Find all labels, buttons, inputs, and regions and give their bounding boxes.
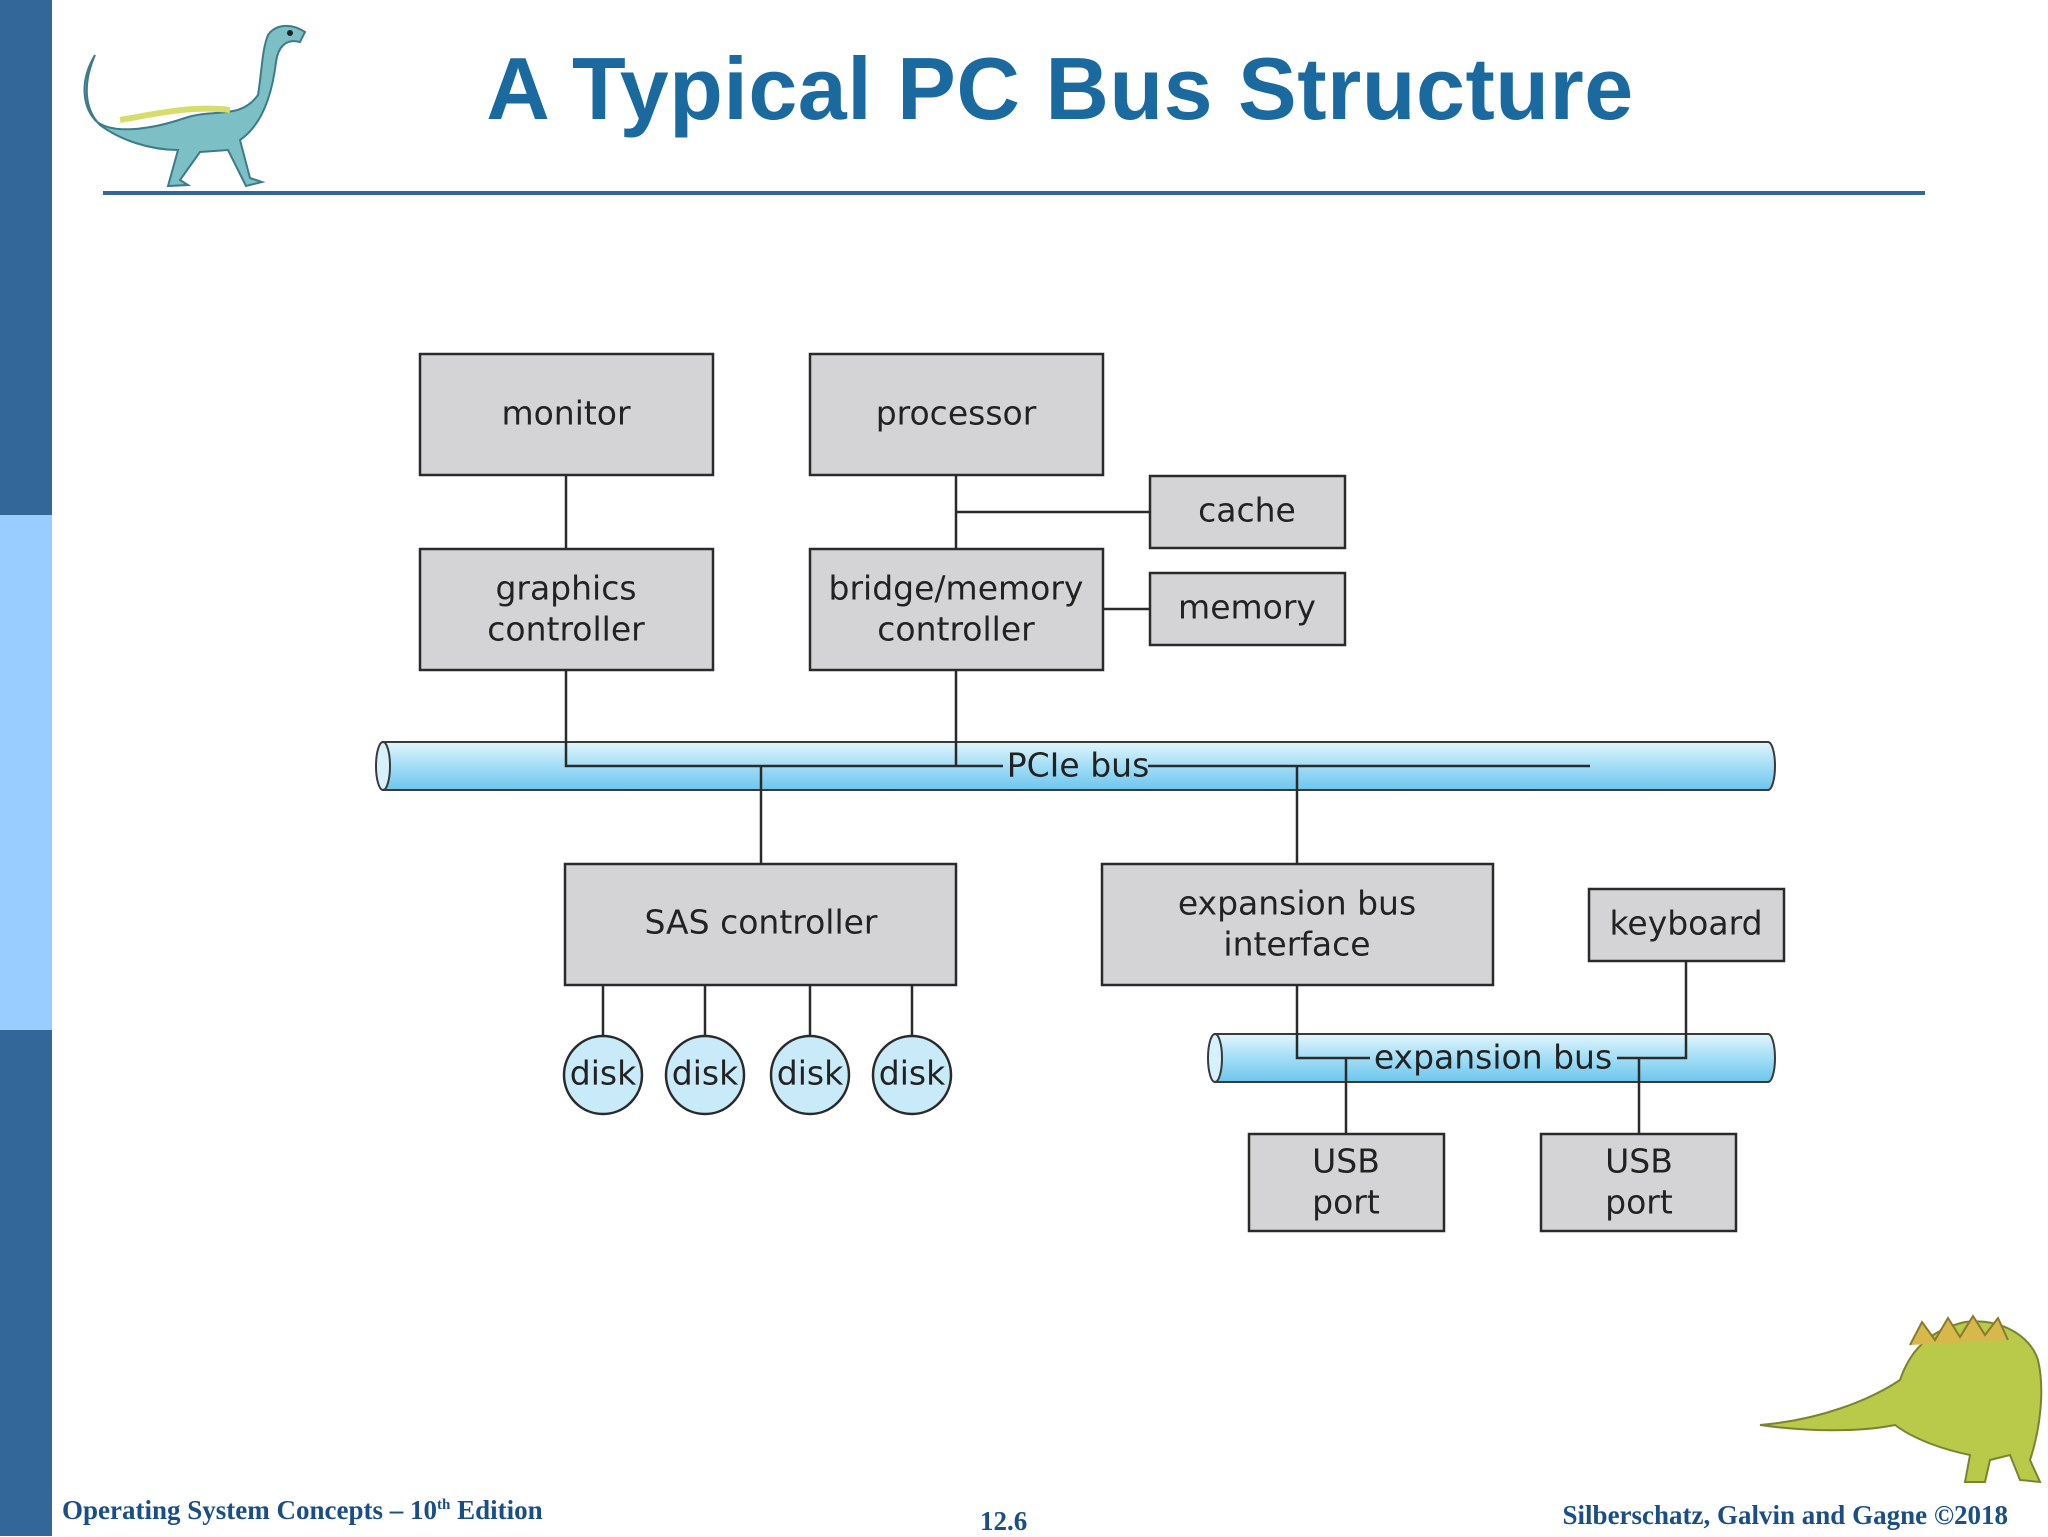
footer-page-number: 12.6 <box>980 1506 1028 1536</box>
expansion-bus-interface-label-line2: interface <box>1223 925 1370 964</box>
disk-2: disk <box>664 1034 746 1116</box>
dinosaur-illustration-bottom <box>1759 1314 2043 1484</box>
expansion-bus-interface-box: expansion bus interface <box>1100 862 1495 987</box>
pcie-bus-label: PCIe bus <box>1007 746 1150 785</box>
disk-2-label: disk <box>672 1054 739 1093</box>
graphics-controller-box: graphics controller <box>418 547 715 672</box>
disk-1: disk <box>562 1034 644 1116</box>
usb-port-2-label-line2: port <box>1605 1183 1673 1222</box>
usb-port-box-1: USB port <box>1247 1132 1446 1233</box>
footer-book-title-tail: Edition <box>450 1495 543 1525</box>
disk-4: disk <box>871 1034 953 1116</box>
expansion-bus: expansion bus <box>1207 962 1776 1133</box>
connector-lines <box>564 475 1150 611</box>
disk-3: disk <box>769 1034 851 1116</box>
keyboard-box: keyboard <box>1587 887 1786 963</box>
usb-port-1-label-line1: USB <box>1312 1142 1380 1181</box>
cache-label: cache <box>1198 491 1296 530</box>
monitor-box: monitor <box>418 352 715 477</box>
memory-box: memory <box>1148 571 1347 647</box>
footer-book-title: Operating System Concepts – 10th Edition <box>62 1495 543 1526</box>
keyboard-label: keyboard <box>1609 904 1762 943</box>
usb-port-box-2: USB port <box>1539 1132 1738 1233</box>
bridge-memory-controller-label-line1: bridge/memory <box>829 569 1084 608</box>
expansion-bus-interface-label-line1: expansion bus <box>1178 884 1416 923</box>
disk-connectors <box>601 986 914 1036</box>
footer-book-title-sup: th <box>436 1497 451 1513</box>
usb-port-2-label-line1: USB <box>1605 1142 1673 1181</box>
cache-box: cache <box>1148 474 1347 550</box>
usb-port-1-label-line2: port <box>1312 1183 1380 1222</box>
expansion-bus-label: expansion bus <box>1374 1038 1612 1077</box>
processor-box: processor <box>808 352 1105 477</box>
sidebar-band-bottom <box>0 1030 52 1536</box>
sidebar-band-top <box>0 0 52 515</box>
graphics-controller-label-line2: controller <box>487 610 645 649</box>
sas-controller-box: SAS controller <box>563 862 958 987</box>
processor-label: processor <box>876 394 1037 433</box>
title-underline <box>103 191 1925 195</box>
disk-1-label: disk <box>570 1054 637 1093</box>
sidebar-band-middle <box>0 515 52 1030</box>
footer-authors: Silberschatz, Galvin and Gagne ©2018 <box>1562 1500 2008 1530</box>
pcie-bus: PCIe bus <box>375 670 1776 864</box>
monitor-label: monitor <box>501 394 631 433</box>
bridge-memory-controller-label-line2: controller <box>877 610 1035 649</box>
disk-4-label: disk <box>879 1054 946 1093</box>
dinosaur-illustration-top <box>83 24 307 188</box>
bridge-memory-controller-box: bridge/memory controller <box>808 547 1105 672</box>
memory-label: memory <box>1178 588 1316 627</box>
sas-controller-label: SAS controller <box>645 903 878 942</box>
footer-book-title-main: Operating System Concepts – 10 <box>62 1495 437 1525</box>
slide-title: A Typical PC Bus Structure <box>486 39 1634 138</box>
graphics-controller-label-line1: graphics <box>495 569 636 608</box>
disk-3-label: disk <box>777 1054 844 1093</box>
